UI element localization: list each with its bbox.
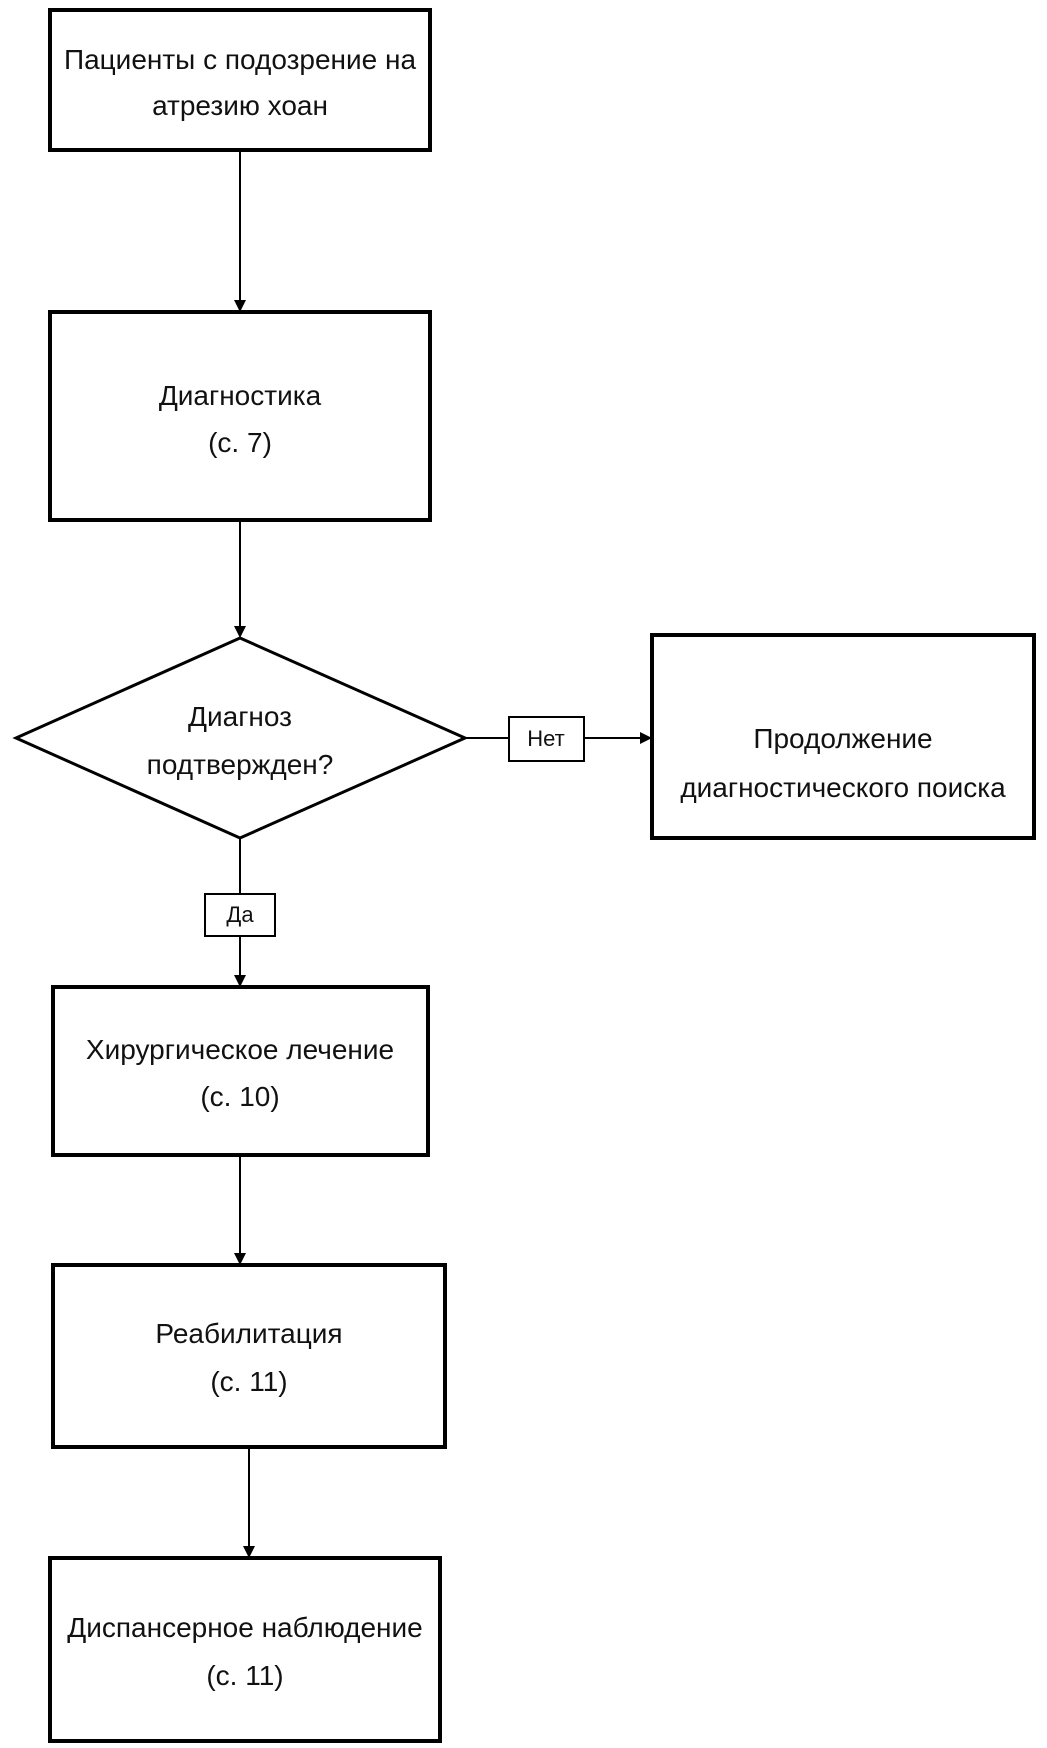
node-start-line1: Пациенты с подозрение на [64,44,417,75]
node-decision-line2: подтвержден? [147,749,334,780]
edge-label-no-text: Нет [527,726,564,751]
node-rehab-line2: (с. 11) [210,1366,287,1397]
node-diagnostics-box [48,310,432,522]
node-continue-search-box [650,633,1036,840]
node-start-box [48,8,432,152]
node-rehab-box [51,1263,447,1449]
node-start: Пациенты с подозрение на атрезию хоан [48,8,432,152]
edge-label-yes-text: Да [226,902,254,927]
node-rehab-line1: Реабилитация [155,1318,342,1349]
edge-label-yes-box [204,893,276,937]
node-start-line2: атрезию хоан [152,90,328,121]
edge-label-no: Нет [508,716,585,762]
node-surgery-line1: Хирургическое лечение [86,1034,394,1065]
node-followup: Диспансерное наблюдение (с. 11) [48,1556,442,1743]
node-continue-search: Продолжение диагностического поиска [650,633,1036,840]
node-decision-diamond [12,636,469,840]
node-diagnostics-line2: (с. 7) [208,427,272,458]
node-followup-box [48,1556,442,1743]
node-followup-line1: Диспансерное наблюдение [67,1612,422,1643]
node-followup-line2: (с. 11) [206,1660,283,1691]
node-decision: Диагноз подтвержден? [12,636,469,840]
node-rehab: Реабилитация (с. 11) [51,1263,447,1449]
edge-label-no-box [508,716,585,762]
node-surgery: Хирургическое лечение (с. 10) [51,985,430,1157]
node-diagnostics-line1: Диагностика [159,380,322,411]
node-continue-search-line1: Продолжение [753,723,932,754]
node-surgery-box [51,985,430,1157]
node-surgery-line2: (с. 10) [200,1081,279,1112]
node-diagnostics: Диагностика (с. 7) [48,310,432,522]
node-continue-search-line2: диагностического поиска [680,772,1006,803]
node-decision-line1: Диагноз [188,701,292,732]
edge-label-yes: Да [204,893,276,937]
